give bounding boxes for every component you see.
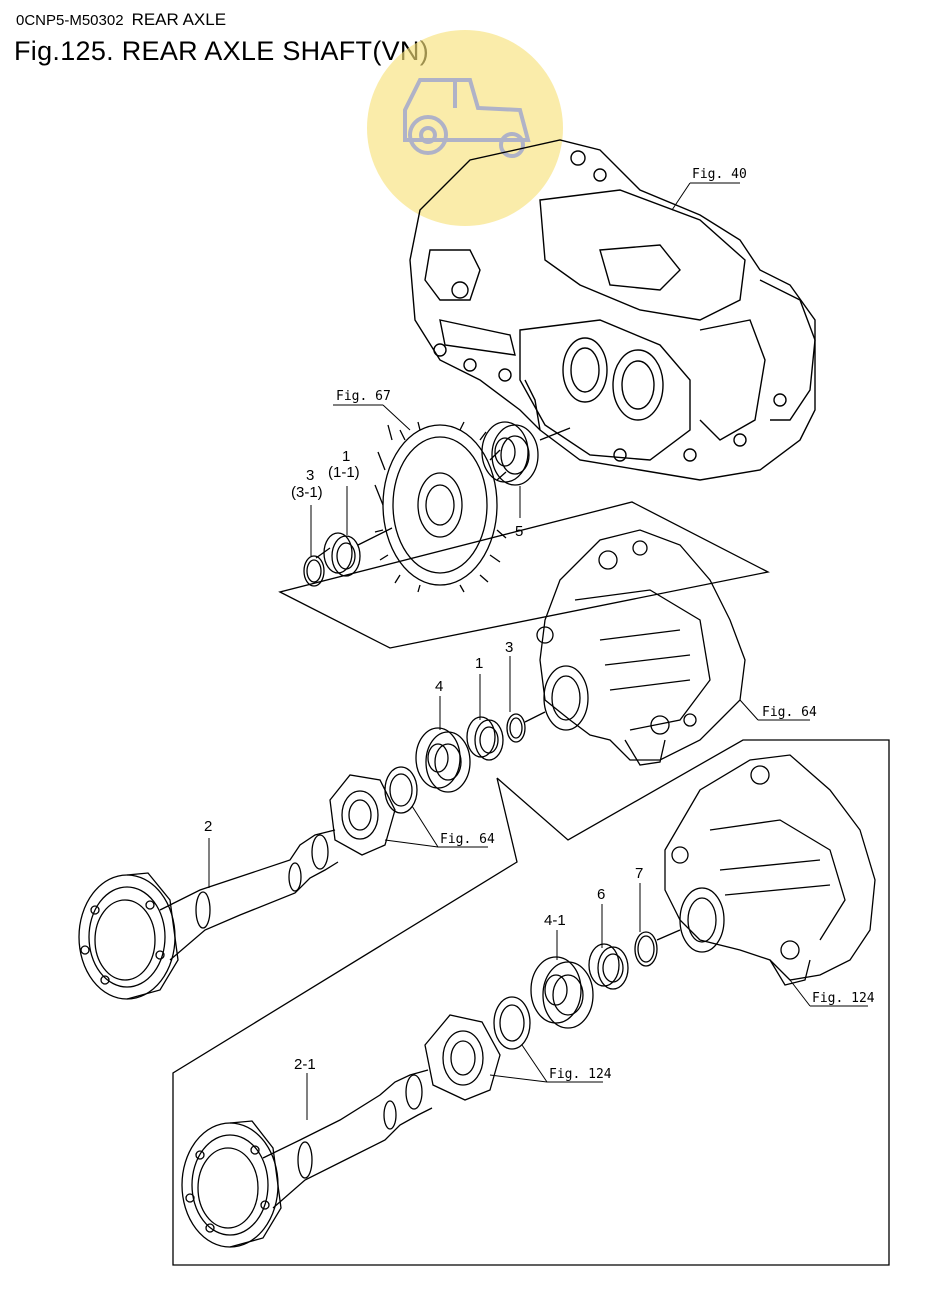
transmission-case [409,139,816,481]
lower-parts [424,929,681,1101]
axle-shaft-2-1 [181,1069,433,1248]
callout-3-top: 3 [306,467,314,484]
callout-7: 7 [635,865,643,882]
ref-fig-64-lower: Fig. 64 [440,832,495,847]
ring-gear [374,421,507,593]
gear-group [278,421,770,649]
axle-shaft-2 [78,829,339,1000]
callout-1: 1 [475,655,483,672]
callout-4-1: 4-1 [544,912,566,929]
ref-fig-67: Fig. 67 [336,389,391,404]
figure-title: Fig.125. REAR AXLE SHAFT(VN) [14,36,430,66]
leader-lines [208,182,868,1120]
bearing-4 [415,727,471,793]
callout-1-top: 1 [342,448,350,465]
middle-parts [329,711,546,856]
part-callouts: 1 (1-1) 3 (3-1) 5 1 3 4 2 2-1 4-1 6 7 [204,448,643,1073]
bearing-retainer-lower [424,1014,501,1101]
lower-group-bracket [172,739,890,1266]
snap-ring-3 [506,713,526,743]
callout-1-1-top: (1-1) [328,464,360,481]
ref-fig-124-upper: Fig. 124 [812,991,875,1006]
document-code-text: 0CNP5-M50302 [16,12,124,29]
figure-references: Fig. 40 Fig. 67 Fig. 64 Fig. 64 Fig. 124… [336,167,875,1082]
collar-1-top [323,532,361,577]
callout-2-1: 2-1 [294,1056,316,1073]
axle-housing-upper [536,529,746,766]
callout-6: 6 [597,886,605,903]
tractor-icon [403,78,531,158]
collar-6 [588,943,629,990]
callout-4: 4 [435,678,443,695]
ref-fig-40: Fig. 40 [692,167,747,182]
oil-seal-lower [493,996,531,1050]
callout-3-1-top: (3-1) [291,484,323,501]
group-bracket [278,501,770,649]
callout-3: 3 [505,639,513,656]
snap-ring-7 [634,931,658,967]
bearing-4-1 [530,956,594,1029]
watermark-logo [367,30,563,226]
callout-2: 2 [204,818,212,835]
bearing-5 [481,421,539,486]
bearing-retainer [329,774,396,856]
callout-5: 5 [515,523,523,540]
ref-fig-124-lower: Fig. 124 [549,1067,612,1082]
ref-fig-64-upper: Fig. 64 [762,705,817,720]
axle-housing-lower [664,754,876,986]
document-code: 0CNP5-M50302 REAR AXLE [16,10,226,30]
section-name: REAR AXLE [131,10,227,29]
collar-1 [466,716,504,761]
snap-ring-3-top [303,555,325,587]
